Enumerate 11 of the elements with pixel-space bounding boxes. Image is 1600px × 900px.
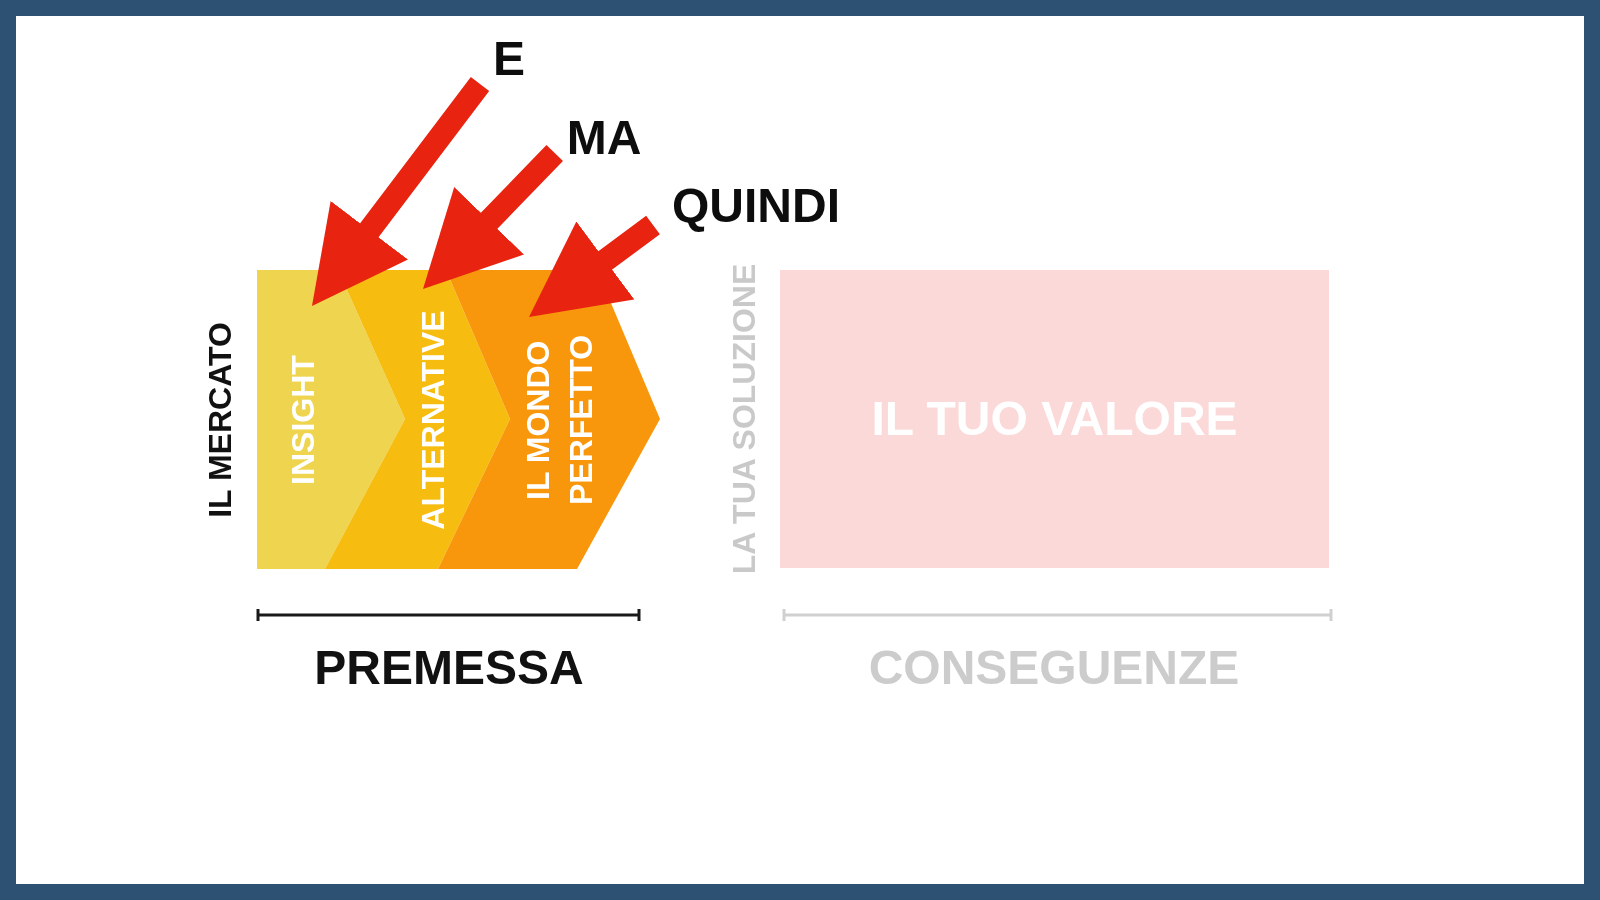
- section-label: PREMESSA: [314, 644, 584, 692]
- step-label: INSIGHT: [287, 355, 321, 485]
- step-label: IL MONDO PERFETTO: [518, 333, 600, 508]
- step-label: ALTERNATIVE: [417, 310, 451, 530]
- keyword-label: E: [493, 35, 525, 83]
- value-panel: [780, 270, 1329, 568]
- keyword-label: QUINDI: [672, 182, 840, 230]
- chevron-step: [325, 270, 510, 569]
- side-label: IL MERCATO: [204, 322, 238, 518]
- chevron-step: [257, 270, 405, 569]
- keyword-label: MA: [566, 114, 642, 162]
